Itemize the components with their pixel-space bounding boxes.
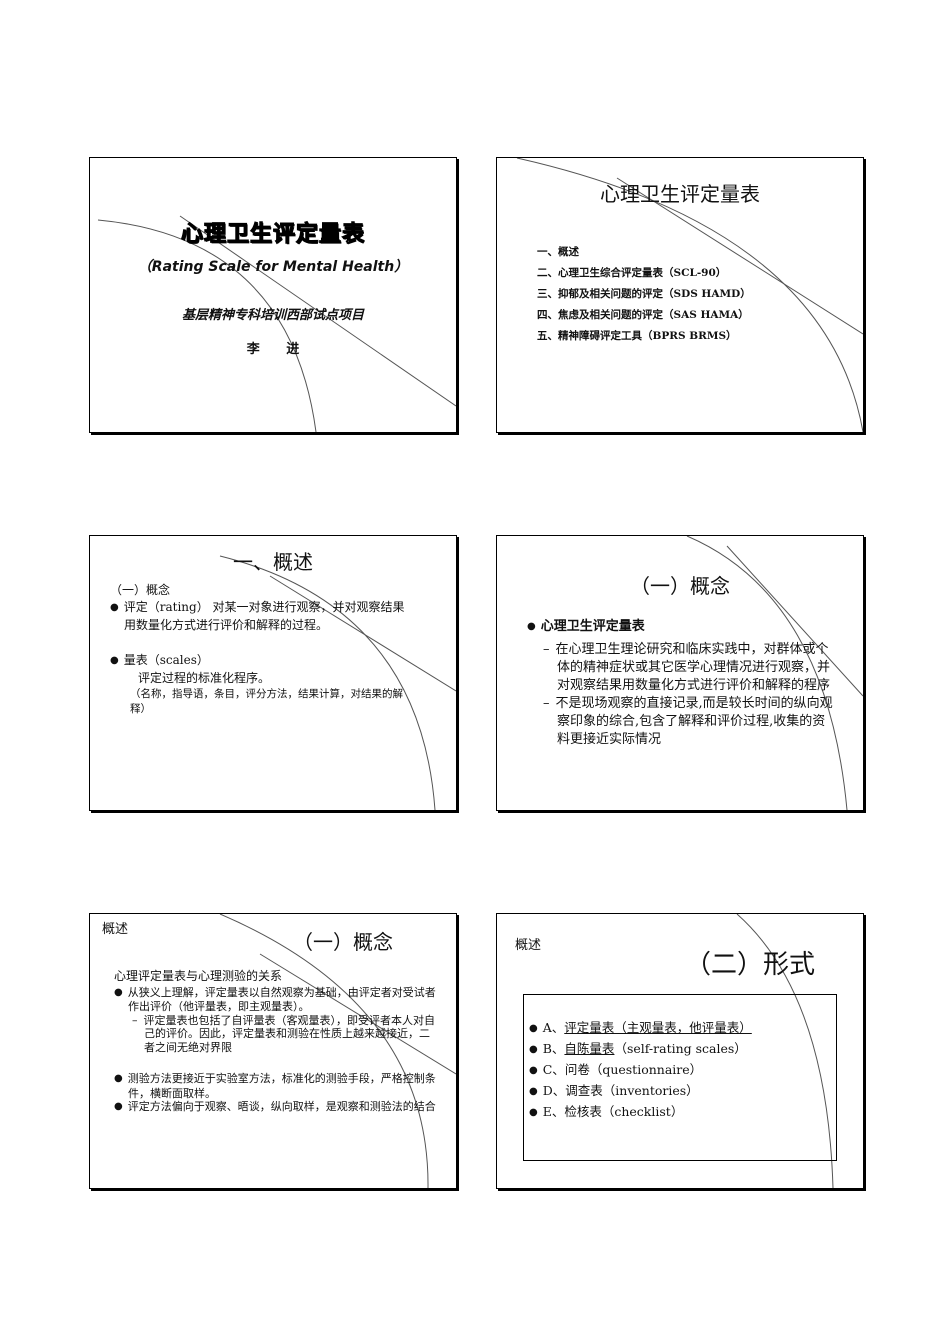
item-suffix: （self-rating scales）	[614, 1041, 747, 1056]
form-item: E、检核表（checklist）	[529, 1102, 752, 1123]
slide-4: （一）概念 心理卫生评定量表 在心理卫生理论研究和临床实践中，对群体或个体的精神…	[496, 535, 864, 811]
toc-item: 四、焦虑及相关问题的评定（SAS HAMA）	[537, 309, 749, 321]
definition-item: 不是现场观察的直接记录,而是较长时间的纵向观察印象的综合,包含了解释和评价过程,…	[527, 695, 835, 749]
bullet-item: 评定方法偏向于观察、晤谈，纵向取样，是观察和测验法的结合	[114, 1100, 436, 1115]
toc-item: 五、精神障碍评定工具（BPRS BRMS）	[537, 330, 737, 342]
slide-1: 心理卫生评定量表 （Rating Scale for Mental Health…	[89, 157, 457, 433]
item-prefix: B、	[542, 1041, 565, 1056]
bullet-item: 从狭义上理解，评定量表以自然观察为基础，由评定者对受试者作出评价（他评量表，即主…	[114, 986, 436, 1014]
relation-heading: 心理评定量表与心理测验的关系	[114, 969, 283, 983]
slide-title: 心理卫生评定量表	[180, 222, 365, 248]
slide-title: 心理卫生评定量表	[600, 182, 760, 206]
item-prefix: C、	[542, 1062, 565, 1077]
definition-item: 在心理卫生理论研究和临床实践中，对群体或个体的精神症状或其它医学心理情况进行观察…	[527, 641, 835, 695]
slide-title: （一）概念	[630, 574, 730, 598]
slide-3: 一、概述 （一）概念 评定（rating） 对某一对象进行观察，并对观察结果用数…	[89, 535, 457, 811]
form-item: C、问卷（questionnaire）	[529, 1060, 752, 1081]
bullet-heading: 心理卫生评定量表	[527, 618, 835, 637]
slide-6: 概述 （二）形式 A、评定量表（主观量表，他评量表） B、自陈量表（self-r…	[496, 913, 864, 1189]
form-item: A、评定量表（主观量表，他评量表）	[529, 1018, 752, 1039]
bullet-scales: 量表（scales）	[110, 652, 410, 670]
form-item: D、调查表（inventories）	[529, 1081, 752, 1102]
slide-2: 心理卫生评定量表 一、概述 二、心理卫生综合评定量表（SCL-90） 三、抑郁及…	[496, 157, 864, 433]
toc-item: 一、概述	[537, 246, 579, 258]
section-label: 概述	[102, 922, 129, 937]
forms-box	[523, 994, 837, 1161]
slide-title: （一）概念	[293, 930, 393, 954]
slide-title: （二）形式	[684, 950, 815, 980]
toc-item: 二、心理卫生综合评定量表（SCL-90）	[537, 267, 727, 279]
item-prefix: E、	[542, 1104, 565, 1119]
slide-5: 概述 （一）概念 心理评定量表与心理测验的关系 从狭义上理解，评定量表以自然观察…	[89, 913, 457, 1189]
author-name: 李 进	[246, 342, 300, 357]
slide-title: 一、概述	[233, 550, 313, 574]
bullet-rating: 评定（rating） 对某一对象进行观察，并对观察结果用数量化方式进行评价和解释…	[110, 599, 410, 634]
slide-subtitle: （Rating Scale for Mental Health）	[137, 259, 409, 275]
slide-body: （一）概念 评定（rating） 对某一对象进行观察，并对观察结果用数量化方式进…	[110, 582, 410, 717]
section-heading: （一）概念	[110, 583, 171, 597]
item-text: 调查表（inventories）	[565, 1083, 699, 1098]
scales-definition: 评定过程的标准化程序。	[138, 671, 271, 685]
project-name: 基层精神专科培训西部试点项目	[181, 308, 364, 323]
item-prefix: A、	[542, 1020, 565, 1035]
bullet-item: 测验方法更接近于实验室方法，标准化的测验手段，严格控制条件，横断面取样。	[114, 1072, 436, 1100]
item-text: 检核表（checklist）	[564, 1104, 684, 1119]
decorative-arc	[97, 215, 456, 432]
slide-body: 心理评定量表与心理测验的关系 从狭义上理解，评定量表以自然观察为基础，由评定者对…	[114, 969, 436, 1115]
item-text: 问卷（questionnaire）	[564, 1062, 703, 1077]
item-text: 评定量表（主观量表，他评量表）	[564, 1020, 752, 1035]
forms-list: A、评定量表（主观量表，他评量表） B、自陈量表（self-rating sca…	[529, 1018, 752, 1123]
item-text: 自陈量表	[564, 1041, 615, 1056]
item-prefix: D、	[542, 1083, 566, 1098]
scales-note: （名称，指导语，条目，评分方法，结果计算，对结果的解释）	[130, 688, 403, 715]
sub-item: 评定量表也包括了自评量表（客观量表），即受评者本人对自己的评价。因此，评定量表和…	[114, 1014, 436, 1055]
table-of-contents: 一、概述 二、心理卫生综合评定量表（SCL-90） 三、抑郁及相关问题的评定（S…	[537, 242, 751, 347]
toc-item: 三、抑郁及相关问题的评定（SDS HAMD）	[537, 288, 751, 300]
section-label: 概述	[515, 938, 542, 953]
slide-body: 心理卫生评定量表 在心理卫生理论研究和临床实践中，对群体或个体的精神症状或其它医…	[527, 618, 835, 749]
form-item: B、自陈量表（self-rating scales）	[529, 1039, 752, 1060]
